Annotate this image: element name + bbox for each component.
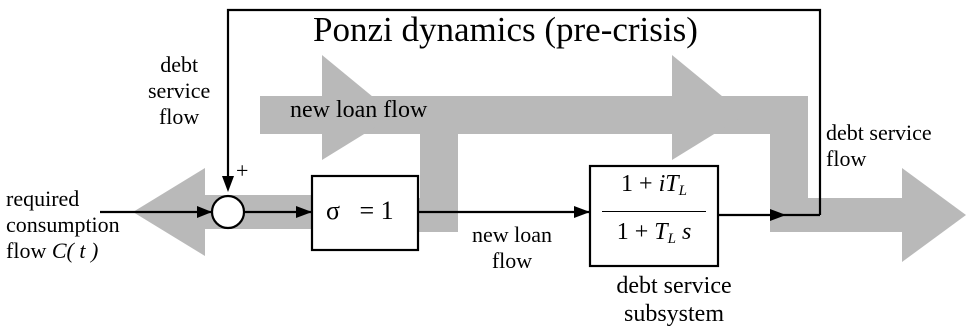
transfer-numerator: 1 + iTL <box>590 170 718 211</box>
consumption-function: C( t ) <box>51 238 99 263</box>
sigma-block-text: σ = 1 <box>326 198 394 224</box>
input-arrowhead <box>197 206 212 218</box>
sigma-symbol: σ <box>326 196 341 225</box>
feedback-line <box>226 8 822 215</box>
summing-junction <box>210 194 246 230</box>
sigma-out-band <box>416 198 458 232</box>
label-line: new loan <box>472 222 553 247</box>
label-line: subsystem <box>623 301 724 327</box>
sigma-block <box>310 174 420 252</box>
num-prefix: 1 + <box>621 171 659 197</box>
new-loan-flow-bottom-label: new loan flow <box>472 222 552 274</box>
debt-service-subsystem-label: debt service subsystem <box>604 272 744 328</box>
label-line: required <box>6 186 80 211</box>
debt-service-flow-right-label: debt service flow <box>826 120 932 172</box>
debt-service-flow-left-label: debt service flow <box>148 52 210 130</box>
upper-flow-arrow-1 <box>322 55 395 160</box>
num-subscript: L <box>678 183 687 199</box>
feedback-arrowhead <box>222 176 234 192</box>
den-prefix: 1 + <box>616 219 655 245</box>
label-line: flow C( t ) <box>6 238 120 264</box>
sigma-equals: = 1 <box>359 196 394 225</box>
den-suffix: s <box>675 219 692 245</box>
fraction-bar <box>602 211 706 212</box>
label-line: debt service <box>826 120 932 145</box>
new-loan-flow-band-label: new loan flow <box>290 97 428 123</box>
label-line: flow <box>491 248 533 273</box>
diagram-title: Ponzi dynamics (pre-crisis) <box>313 10 698 49</box>
right-outflow-arrow <box>902 168 966 262</box>
num-var: iT <box>658 171 679 197</box>
required-consumption-label: required consumption flow C( t ) <box>6 186 120 264</box>
upper-flow-arrow-2 <box>672 55 745 160</box>
transfer-function: 1 + iTL 1 + TL s <box>590 170 718 253</box>
junction-to-sigma-arrowhead <box>296 206 312 218</box>
label-line: service <box>148 78 211 103</box>
label-line: flow <box>826 146 867 171</box>
label-line: consumption <box>6 212 120 237</box>
label-word: flow <box>6 238 47 263</box>
den-var: T <box>654 219 668 245</box>
den-subscript: L <box>667 231 676 247</box>
transfer-output-arrowhead <box>770 209 786 221</box>
transfer-denominator: 1 + TL s <box>590 212 718 253</box>
sigma-to-transfer-arrowhead <box>574 206 590 218</box>
plus-sign: + <box>236 158 249 183</box>
label-line: debt service <box>616 273 732 299</box>
label-line: debt <box>160 52 199 77</box>
label-line: flow <box>158 104 200 129</box>
